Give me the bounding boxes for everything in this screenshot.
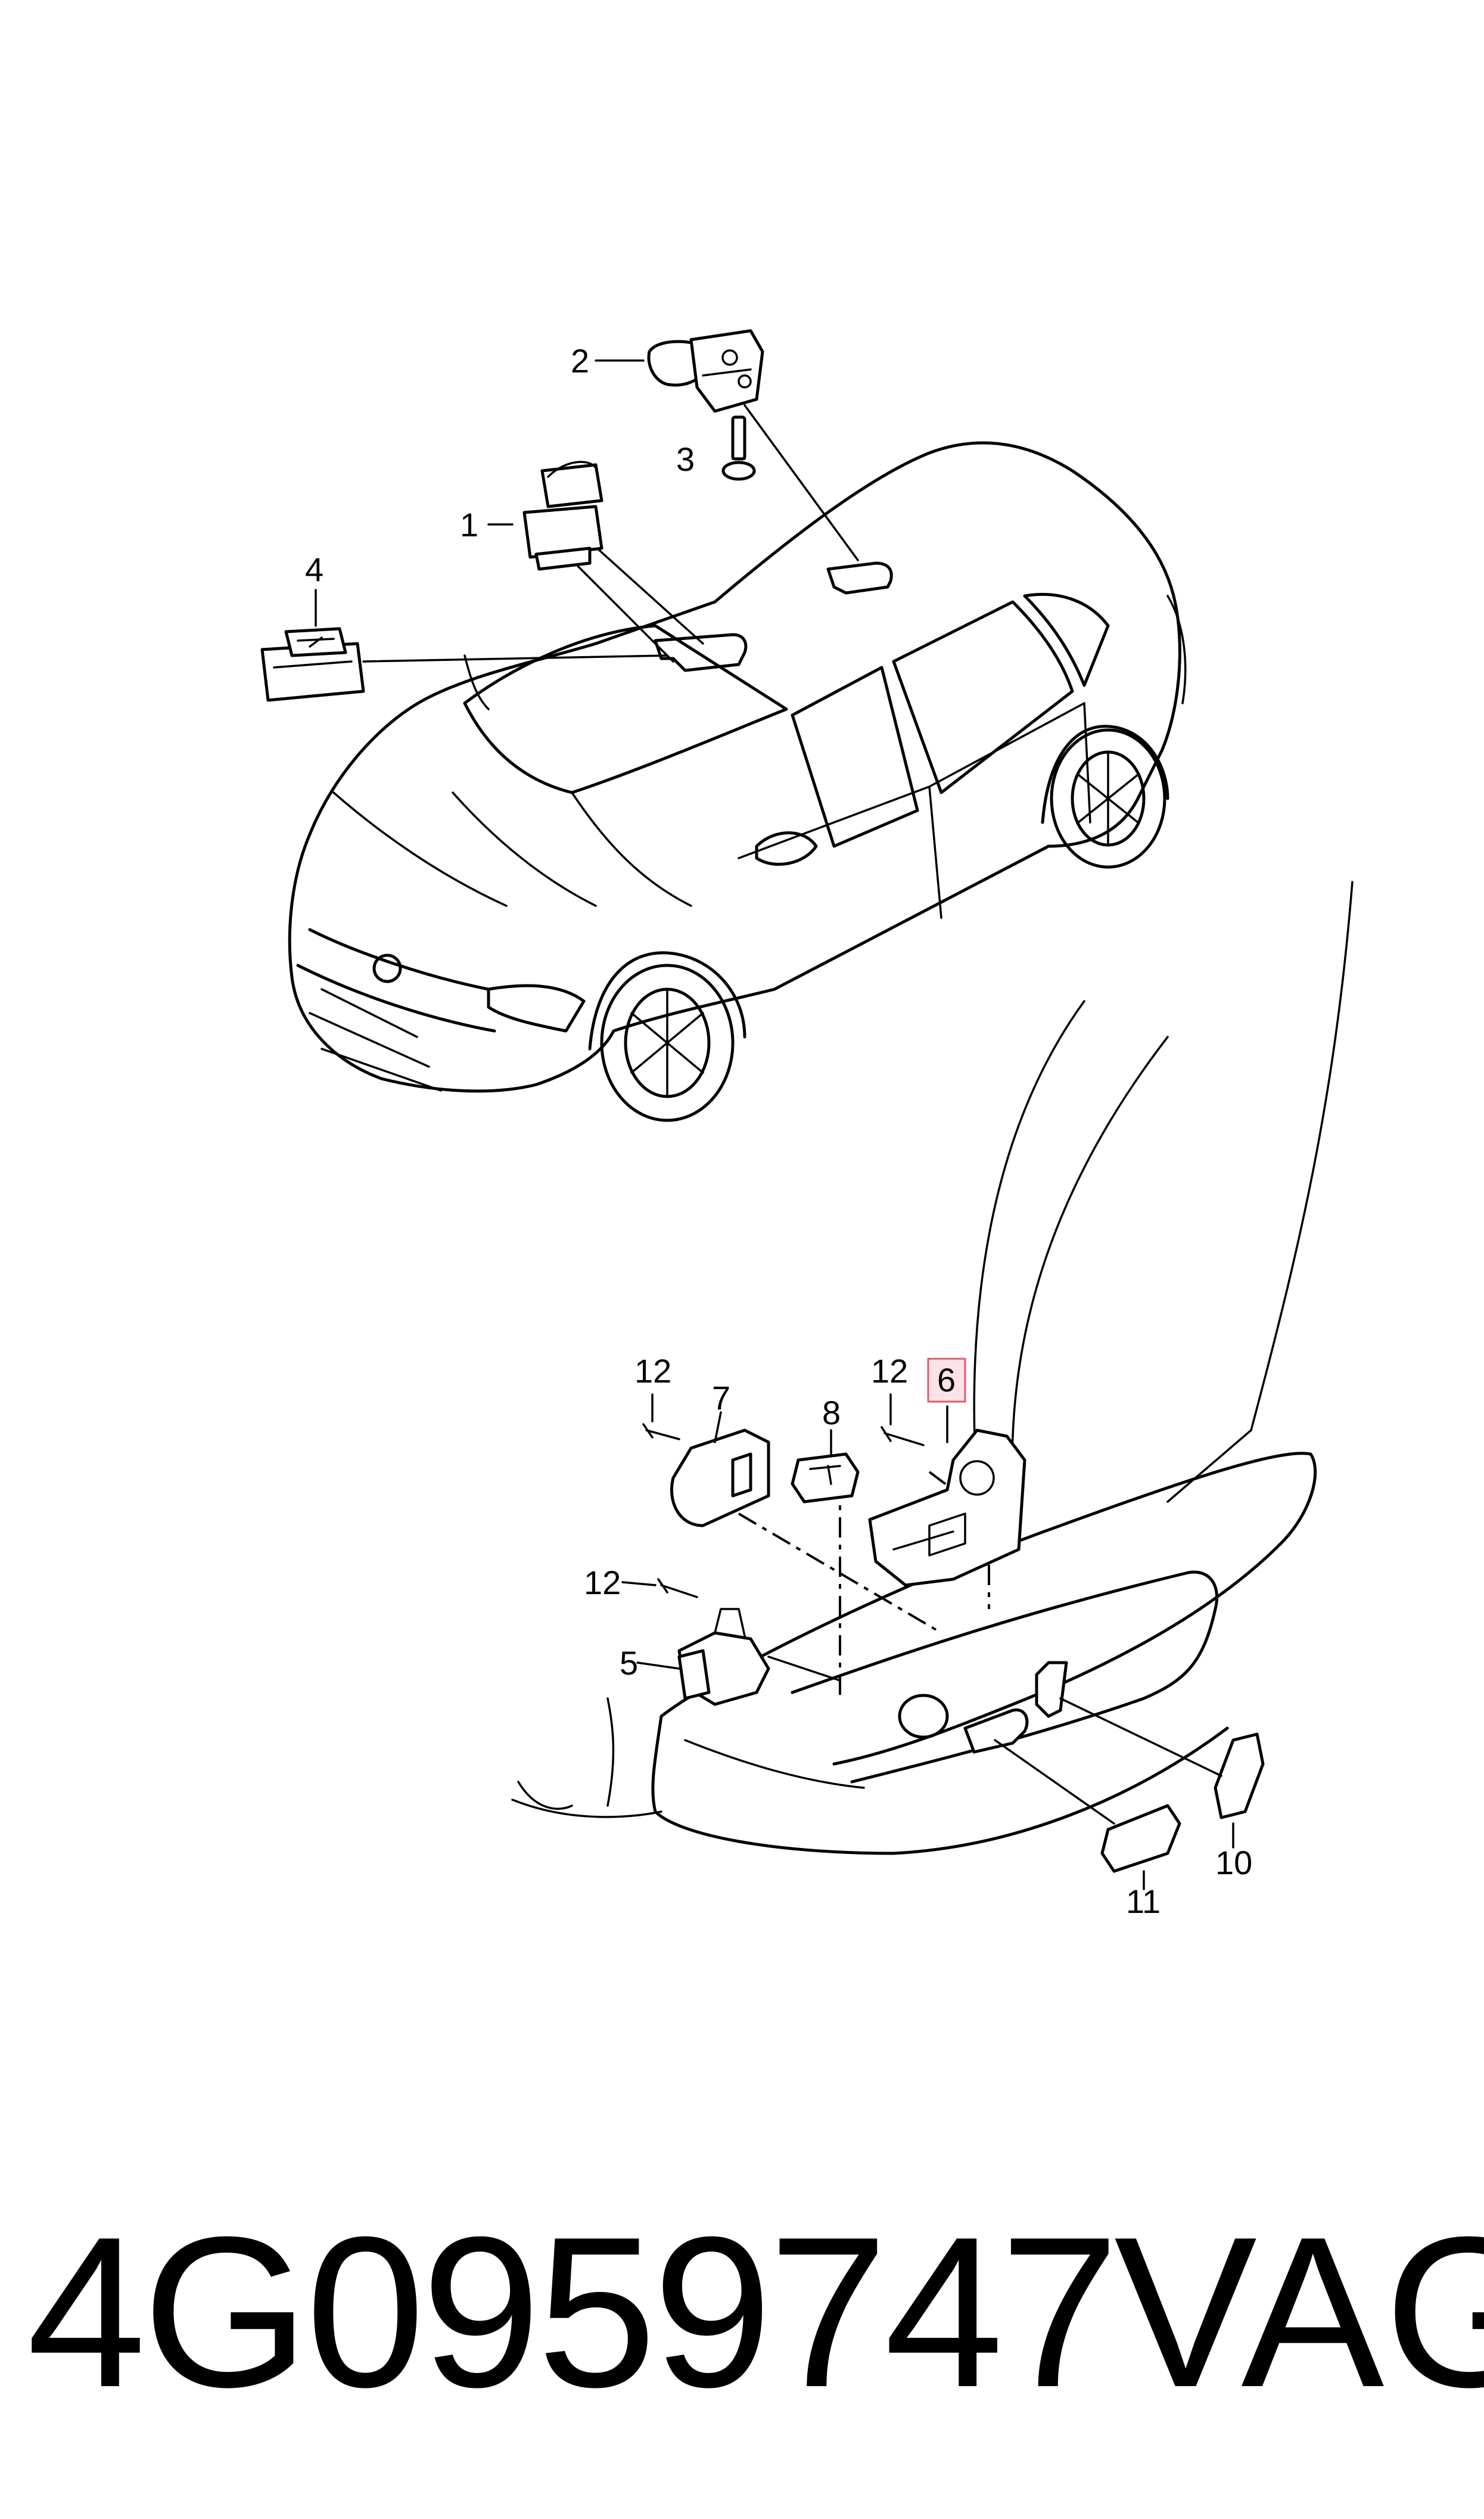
callout-4: 4 [305,551,323,588]
part-11-knob [1100,1804,1181,1873]
part-2-actuator [647,329,764,413]
car-illustration [288,441,1187,1122]
leader-lines-lower [621,1393,1234,1890]
callout-12-a: 12 [634,1352,671,1390]
callout-3: 3 [676,440,695,478]
part-12-screws [642,1423,925,1598]
part-number: 4G0959747 [27,2192,1119,2432]
callout-5: 5 [620,1644,638,1682]
callout-2: 2 [571,342,589,380]
callout-labels: 2 3 1 4 12 7 8 12 6 12 5 10 11 [305,342,1252,1920]
brand-name: VAG [1114,2192,1484,2432]
callout-12-c: 12 [584,1564,621,1601]
callout-1: 1 [460,506,478,543]
part-7-cover [670,1428,770,1527]
callout-12-b: 12 [871,1352,908,1390]
part-8-switch [791,1452,860,1504]
part-4-switch [260,627,365,702]
callout-7: 7 [712,1379,730,1417]
callout-11: 11 [1126,1883,1161,1920]
callout-6-highlight [927,1358,966,1403]
part-6-control-unit [868,1428,1026,1587]
callout-8: 8 [822,1394,841,1431]
seat-illustration [511,881,1354,1855]
part-3-screw [721,415,756,481]
callout-6: 6 [937,1361,956,1399]
callout-10: 10 [1215,1844,1252,1881]
mounting-locations [654,561,893,672]
part-5-connector [677,1608,770,1706]
part-1-switch [522,461,603,571]
part-10-knob [1214,1732,1265,1819]
